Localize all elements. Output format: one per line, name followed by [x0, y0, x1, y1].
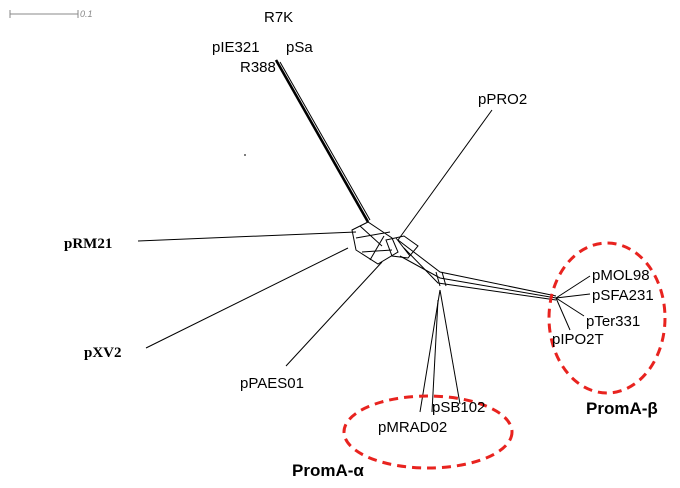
branch-r388-group-2	[279, 61, 371, 221]
branch-r388-group	[274, 59, 370, 223]
label-ppaes01: pPAES01	[240, 375, 304, 392]
label-proma-alpha: PromA-α	[292, 461, 364, 480]
label-psb102: pSB102	[432, 399, 485, 416]
branch-prm21	[137, 231, 357, 242]
branch-pter331	[555, 297, 585, 317]
branch-to-beta-2	[399, 255, 557, 299]
branch-pipo2t	[555, 297, 571, 331]
label-r7k: R7K	[264, 9, 293, 26]
label-pmol98: pMOL98	[592, 267, 650, 284]
branch-pxv2	[145, 247, 349, 349]
label-ppro2: pPRO2	[478, 91, 527, 108]
proma-alpha-ring	[342, 394, 514, 470]
scale-bar-label: 0.1	[80, 9, 93, 19]
label-proma-beta: PromA-β	[586, 399, 658, 418]
label-psa: pSa	[286, 39, 313, 56]
proma-beta-ring	[547, 241, 667, 395]
branch-to-beta-3	[403, 247, 557, 301]
label-pxv2: pXV2	[84, 345, 122, 361]
scale-bar: 0.1	[9, 9, 93, 19]
branch-pmol98	[555, 275, 591, 299]
label-pipo2t: pIPO2T	[552, 331, 604, 348]
network-branches	[137, 59, 591, 413]
label-prm21: pRM21	[64, 236, 112, 252]
branch-to-beta-1	[397, 239, 557, 297]
branch-ppro2	[397, 109, 493, 241]
branch-pmrad02	[419, 289, 441, 413]
branch-psfa231	[555, 293, 591, 299]
central-reticulation	[351, 221, 419, 265]
branch-psb102	[439, 289, 461, 405]
stray-dot	[244, 154, 246, 156]
label-pmrad02: pMRAD02	[378, 419, 447, 436]
branch-ppaes01	[285, 261, 383, 367]
label-r388: R388	[240, 59, 276, 76]
label-pter331: pTer331	[586, 313, 640, 330]
label-pie321: pIE321	[212, 39, 260, 56]
label-psfa231: pSFA231	[592, 287, 654, 304]
